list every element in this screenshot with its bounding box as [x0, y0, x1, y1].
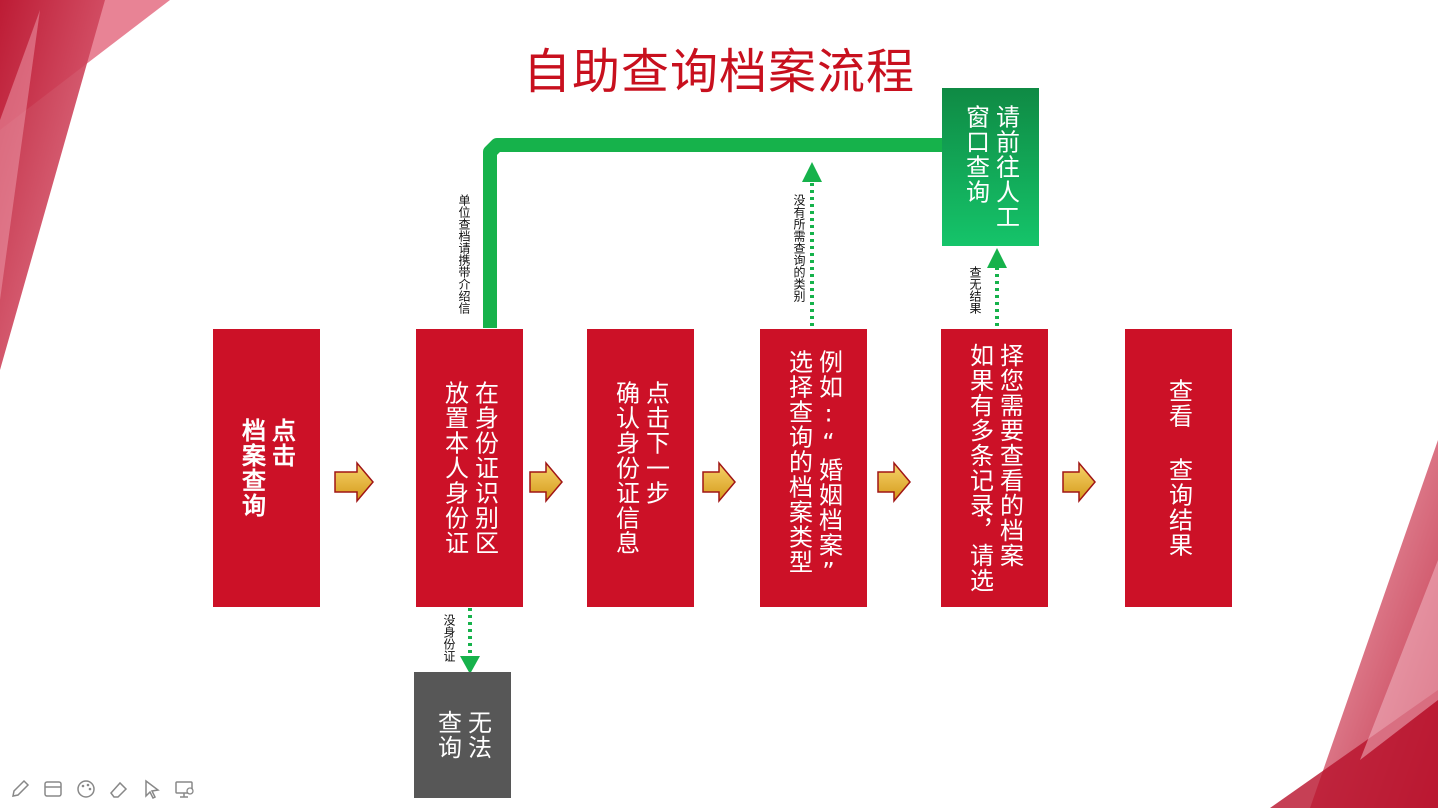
- up-arrowhead-icon: [987, 248, 1007, 268]
- flow-arrow-icon: [334, 460, 374, 504]
- palette-icon[interactable]: [74, 778, 98, 800]
- screen-icon[interactable]: [173, 778, 197, 800]
- step-box-select-type: 例如:“婚姻档案” 选择查询的档案类型: [760, 329, 867, 607]
- step-label: 择您需要查看的档案 如果有多条记录，请选: [965, 343, 1024, 593]
- manual-window-label: 请前往人工 窗口查询: [961, 104, 1020, 230]
- eraser-icon[interactable]: [107, 778, 131, 800]
- step-label: 例如:“婚姻档案” 选择查询的档案类型: [784, 349, 843, 587]
- no-id-note: 没身份证: [442, 614, 456, 662]
- step-label: 查看 查询结果: [1164, 378, 1193, 558]
- unit-letter-note: 单位查档请携带介绍信: [457, 194, 471, 314]
- up-arrowhead-icon: [802, 162, 822, 182]
- flow-arrow-icon: [1062, 460, 1096, 504]
- pen-icon[interactable]: [8, 778, 32, 800]
- no-query-label: 无法 查询: [433, 710, 492, 760]
- page-title: 自助查询档案流程: [522, 44, 915, 100]
- no-category-note: 没有所需查询的类别: [792, 194, 806, 302]
- manual-window-box: 请前往人工 窗口查询: [942, 88, 1039, 246]
- step-box-view-result: 查看 查询结果: [1125, 329, 1232, 607]
- step-label: 在身份证识别区 放置本人身份证: [440, 380, 499, 556]
- step-box-click-archive: 点击 档案查询: [213, 329, 320, 607]
- step-box-confirm-id: 点击下一步 确认身份证信息: [587, 329, 694, 607]
- flow-arrow-icon: [529, 460, 563, 504]
- step-label: 点击 档案查询: [237, 418, 296, 518]
- step-label: 点击下一步 确认身份证信息: [611, 380, 670, 556]
- step-box-select-record: 择您需要查看的档案 如果有多条记录，请选: [941, 329, 1048, 607]
- flow-arrow-icon: [702, 460, 736, 504]
- no-query-box: 无法 查询: [414, 672, 511, 798]
- flow-arrow-icon: [877, 460, 911, 504]
- step-box-place-id: 在身份证识别区 放置本人身份证: [416, 329, 523, 607]
- no-result-note: 查无结果: [968, 266, 982, 314]
- window-icon[interactable]: [41, 778, 65, 800]
- unit-connector-line: [483, 138, 942, 328]
- pointer-icon[interactable]: [140, 778, 164, 800]
- down-arrowhead-icon: [460, 656, 480, 674]
- presentation-toolbar: [8, 778, 197, 800]
